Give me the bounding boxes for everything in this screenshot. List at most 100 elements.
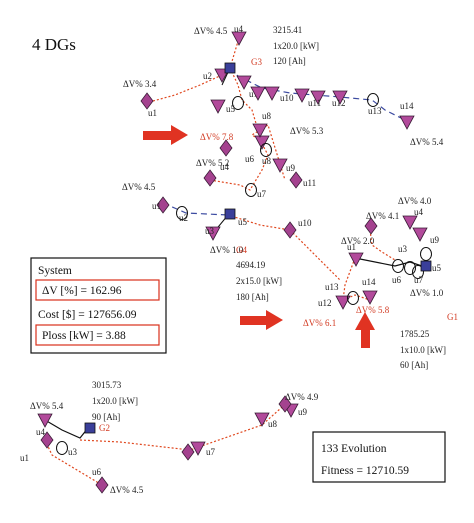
node-ring (56, 441, 68, 455)
node-u1-label: u1 (152, 201, 161, 211)
node-u11-diamond (289, 171, 303, 189)
g2-name: G2 (99, 423, 110, 433)
node-u6-label: u6 (392, 275, 402, 285)
node-triangle (412, 227, 428, 242)
node-u9-triangle (272, 158, 288, 173)
arrow-right-bottom (240, 310, 283, 330)
node-u13-label: u13 (368, 106, 382, 116)
node-ring (245, 183, 257, 197)
node-u6-diamond (95, 476, 109, 494)
generator-g4 (224, 208, 236, 220)
system-summary-box: System ΔV [%] = 162.96 Cost [$] = 127656… (30, 257, 167, 354)
evolution-count: 133 Evolution (321, 443, 387, 455)
cluster-g3: u4 u1 u2 u5 u7 u8 u10 u11 u12 u13 u14 ΔV… (123, 24, 444, 147)
node-u4-label: u4 (220, 162, 230, 172)
node-triangle (264, 86, 280, 101)
cluster-g1: u1 u4 u9 u3 u5 u6 u7 u12 u13 u14 ΔV% 4.0… (303, 196, 458, 370)
dv-label: ΔV% 5.2 (196, 158, 229, 168)
system-ploss: Ploss [kW] = 3.88 (42, 330, 126, 342)
dv-label-red: ΔV% 5.8 (356, 305, 390, 315)
g1-battery: 60 [Ah] (400, 360, 428, 370)
node-u8-label: u8 (262, 156, 272, 166)
node-u6-label: u6 (92, 467, 102, 477)
node-u14-triangle (362, 290, 378, 305)
dv-label: ΔV% 1.0 (210, 245, 244, 255)
g1-name: G1 (447, 312, 458, 322)
arrow-right-top (143, 125, 188, 145)
fitness-value: Fitness = 12710.59 (321, 465, 409, 477)
node-u7-label: u7 (206, 447, 216, 457)
cluster-g2: u4 u3 u1 u6 u7 u8 u9 ΔV% 5.4 ΔV% 4.9 ΔV%… (20, 380, 319, 495)
evolution-box: 133 Evolution Fitness = 12710.59 (312, 431, 446, 483)
node-u6-diamond (203, 169, 217, 187)
node-u10-label: u10 (298, 218, 312, 228)
node-u6-label: u6 (245, 154, 255, 164)
node-u4-triangle (402, 215, 418, 230)
dv-label: ΔV% 4.5 (110, 485, 144, 495)
node-u4-label: u4 (234, 24, 244, 34)
dv-label-red: ΔV% 7.8 (200, 132, 234, 142)
node-u5-label: u5 (226, 104, 236, 114)
node-u7-label: u7 (414, 275, 424, 285)
node-u3-label: u3 (205, 226, 215, 236)
dv-label: ΔV% 5.3 (290, 126, 324, 136)
node-u2-label: u2 (179, 213, 188, 223)
node-diamond (219, 139, 233, 157)
g4-battery: 180 [Ah] (236, 292, 269, 302)
g3-name: G3 (251, 57, 262, 67)
node-u1-label: u1 (148, 108, 157, 118)
dv-label: ΔV% 4.5 (122, 182, 156, 192)
system-dv: ΔV [%] = 162.96 (42, 285, 122, 297)
node-u7-label: u7 (257, 189, 267, 199)
g4-name: G4 (236, 245, 247, 255)
node-u1-diamond (140, 92, 154, 110)
node-u3-label: u3 (68, 447, 78, 457)
node-u4-label: u4 (36, 427, 46, 437)
node-u2-label: u2 (203, 71, 212, 81)
dv-label: ΔV% 4.1 (366, 211, 399, 221)
node-u5-label: u5 (432, 263, 442, 273)
dv-label: ΔV% 4.5 (194, 26, 228, 36)
g4-pv: 2x15.0 [kW] (236, 276, 282, 286)
node-u5-triangle (210, 99, 226, 114)
node-diamond (181, 443, 195, 461)
generator-g2 (84, 422, 96, 434)
node-u10-label: u10 (280, 93, 294, 103)
node-u14-triangle (399, 115, 415, 130)
node-u11-label: u11 (303, 178, 316, 188)
g2-cost: 3015.73 (92, 380, 122, 390)
node-u1-label: u1 (20, 453, 29, 463)
arrow-up (355, 312, 375, 348)
node-ring (420, 247, 432, 261)
dv-label-red: ΔV% 6.1 (303, 318, 336, 328)
node-u9-label: u9 (286, 163, 296, 173)
node-u4-label: u4 (414, 207, 424, 217)
g3-pv: 1x20.0 [kW] (273, 41, 319, 51)
node-u14-label: u14 (362, 277, 376, 287)
g4-cost: 4694.19 (236, 260, 266, 270)
node-u8-triangle (254, 412, 270, 427)
dv-label: ΔV% 4.9 (285, 392, 319, 402)
g3-cost: 3215.41 (273, 25, 302, 35)
dv-label: ΔV% 4.0 (398, 196, 432, 206)
g2-pv: 1x20.0 [kW] (92, 396, 138, 406)
g3-battery: 120 [Ah] (273, 56, 306, 66)
node-u8-label: u8 (268, 419, 278, 429)
dv-label: ΔV% 5.4 (410, 137, 444, 147)
node-ring (260, 143, 272, 157)
node-u9-label: u9 (298, 407, 308, 417)
g2-battery: 90 [Ah] (92, 412, 120, 422)
system-cost: Cost [$] = 127656.09 (38, 308, 137, 321)
cluster-middle-upper: u4 u7 u8 u6 u9 u11 ΔV% 5.2 (196, 123, 316, 199)
node-u13-label: u13 (325, 282, 339, 292)
g1-pv: 1x10.0 [kW] (400, 345, 446, 355)
dv-label: ΔV% 3.4 (123, 79, 157, 89)
cluster-g4: u1 u2 u3 u5 u10 ΔV% 4.5 ΔV% 1.0 G4 4694.… (122, 182, 341, 302)
generator-g1 (420, 260, 432, 272)
node-u10-diamond (283, 221, 297, 239)
dv-label: ΔV% 1.0 (410, 288, 444, 298)
generator-g3 (224, 62, 236, 74)
node-u3-label: u3 (398, 244, 408, 254)
node-u9-label: u9 (430, 235, 440, 245)
